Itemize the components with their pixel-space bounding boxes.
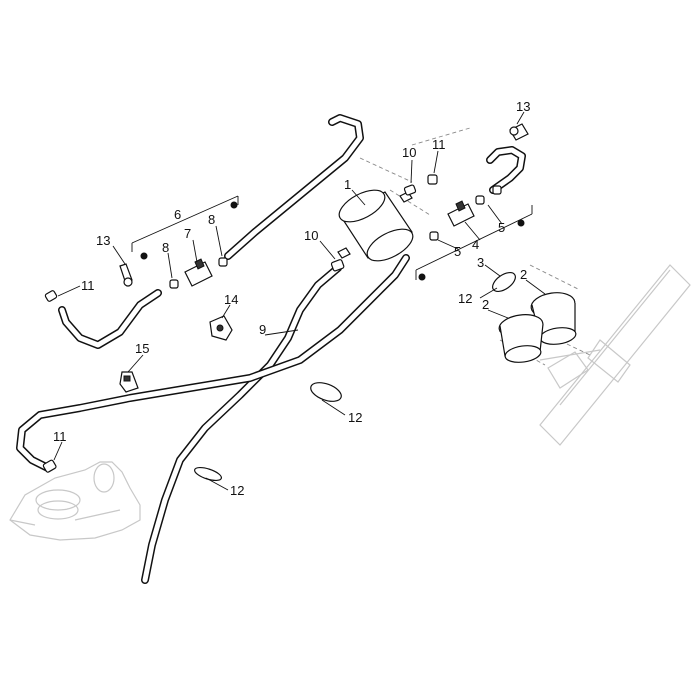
callout-9: 9: [259, 322, 266, 337]
leader-lines: [53, 111, 546, 491]
hose-lower-return: [16, 254, 410, 472]
callout-10-left: 10: [304, 228, 318, 243]
hose-upper-vent: [224, 114, 364, 260]
callout-11-upper: 11: [432, 137, 446, 152]
callout-15: 15: [135, 341, 149, 356]
callout-11-bottom: 11: [53, 429, 67, 444]
callout-labels: 1 2 2 3 4 5 5 6 7 8 8 9 10 10 11 11 11 1…: [53, 99, 530, 498]
callout-3: 3: [477, 255, 484, 270]
ring-3: [492, 271, 516, 293]
callout-13-right: 13: [516, 99, 530, 114]
bracket-dot: [230, 201, 238, 209]
callout-11-left: 11: [81, 278, 95, 293]
callout-12-middle: 12: [348, 410, 362, 425]
callout-12-bottom: 12: [230, 483, 244, 498]
callout-8-left: 8: [162, 240, 169, 255]
callout-10-upper: 10: [402, 145, 416, 160]
callout-14: 14: [224, 292, 238, 307]
callout-7: 7: [184, 226, 191, 241]
rings-and-clips: [193, 271, 577, 482]
callout-12-upper: 12: [458, 291, 472, 306]
ghost-fuel-tank: [9, 461, 141, 541]
callout-1: 1: [344, 177, 351, 192]
callout-13-left: 13: [96, 233, 110, 248]
callout-4: 4: [472, 237, 479, 252]
ghost-frame-tube: [539, 264, 691, 446]
clip-2-lower: [498, 314, 544, 363]
hose-right-u: [486, 146, 526, 194]
bracket-dot: [418, 273, 426, 281]
ring-12-bottom: [193, 466, 223, 482]
hose-left-curved: [58, 289, 162, 349]
callout-6: 6: [174, 207, 181, 222]
callout-5-right: 5: [498, 220, 505, 235]
callout-2-lower: 2: [482, 297, 489, 312]
hose-9-long: [141, 264, 342, 584]
small-fittings: [42, 123, 529, 473]
ring-12-middle: [310, 382, 342, 402]
callout-8-right: 8: [208, 212, 215, 227]
bracket-lines: [131, 195, 533, 281]
callout-2-upper: 2: [520, 267, 527, 282]
callout-5-left: 5: [454, 244, 461, 259]
bracket-dot: [140, 252, 148, 260]
bracket-dot: [517, 219, 525, 227]
